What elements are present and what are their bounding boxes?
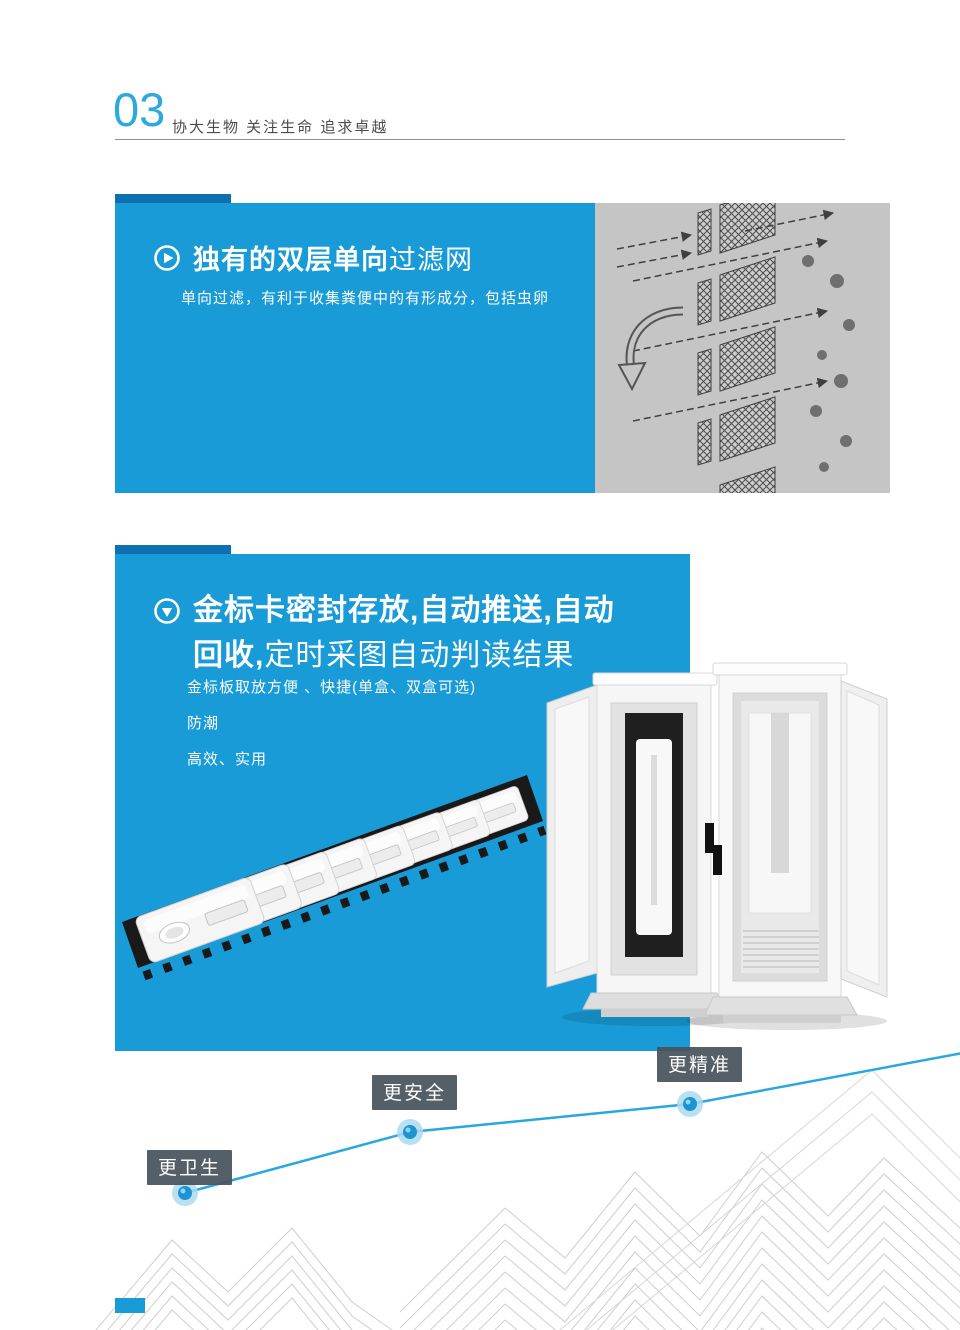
section2-title-line2-regular: 定时采图自动判读结果 <box>264 639 575 672</box>
play-circle-icon <box>153 244 181 272</box>
section2-accent-bar <box>115 545 231 554</box>
milestone-point-safer <box>397 1119 423 1145</box>
milestone-point-precise <box>677 1091 703 1117</box>
section1-title-bold: 独有的双层单向 <box>193 245 389 275</box>
footer-page-tab <box>115 1298 145 1313</box>
mountain-background <box>95 1069 960 1330</box>
section1-subtitle: 单向过滤，有利于收集粪便中的有形成分，包括虫卵 <box>181 290 550 307</box>
section2-title-row: 金标卡密封存放,自动推送,自动 回收,定时采图自动判读结果 <box>153 588 615 678</box>
bullet-item: 金标板取放方便 、快捷(单盒、双盒可选) <box>187 679 477 696</box>
test-cassettes-illustration <box>122 775 547 981</box>
chart-label-safer: 更安全 <box>372 1075 458 1110</box>
milestone-point-hygienic <box>172 1180 198 1206</box>
filter-diagram-panel <box>595 203 890 493</box>
chevron-down-circle-icon <box>153 597 181 625</box>
card-storage-cabinets-illustration <box>546 662 888 1030</box>
chart-label-precise: 更精准 <box>657 1047 743 1082</box>
section2-bullets: 金标板取放方便 、快捷(单盒、双盒可选) 防潮 高效、实用 <box>187 676 476 784</box>
bullet-item: 高效、实用 <box>187 751 268 768</box>
section1-title-regular: 过滤网 <box>389 245 473 275</box>
section1-title-row: 独有的双层单向过滤网 <box>153 238 473 277</box>
progress-line <box>184 1052 960 1195</box>
chart-label-hygienic: 更卫生 <box>147 1150 233 1185</box>
section2-title: 金标卡密封存放,自动推送,自动 回收,定时采图自动判读结果 <box>193 588 615 678</box>
page-number: 03 <box>113 83 166 136</box>
company-tagline: 协大生物 关注生命 追求卓越 <box>172 119 389 136</box>
bullet-item: 防潮 <box>187 715 220 732</box>
progress-line-chart <box>95 1052 960 1330</box>
header-divider <box>115 139 845 140</box>
filter-diagram <box>616 203 855 493</box>
section1-title: 独有的双层单向过滤网 <box>193 238 473 277</box>
section1-accent-bar <box>115 194 231 203</box>
section-filter-panel: 独有的双层单向过滤网 单向过滤，有利于收集粪便中的有形成分，包括虫卵 <box>115 203 595 493</box>
section2-title-line2-bold: 回收, <box>193 639 265 672</box>
section2-title-line1: 金标卡密封存放,自动推送,自动 <box>193 594 615 627</box>
